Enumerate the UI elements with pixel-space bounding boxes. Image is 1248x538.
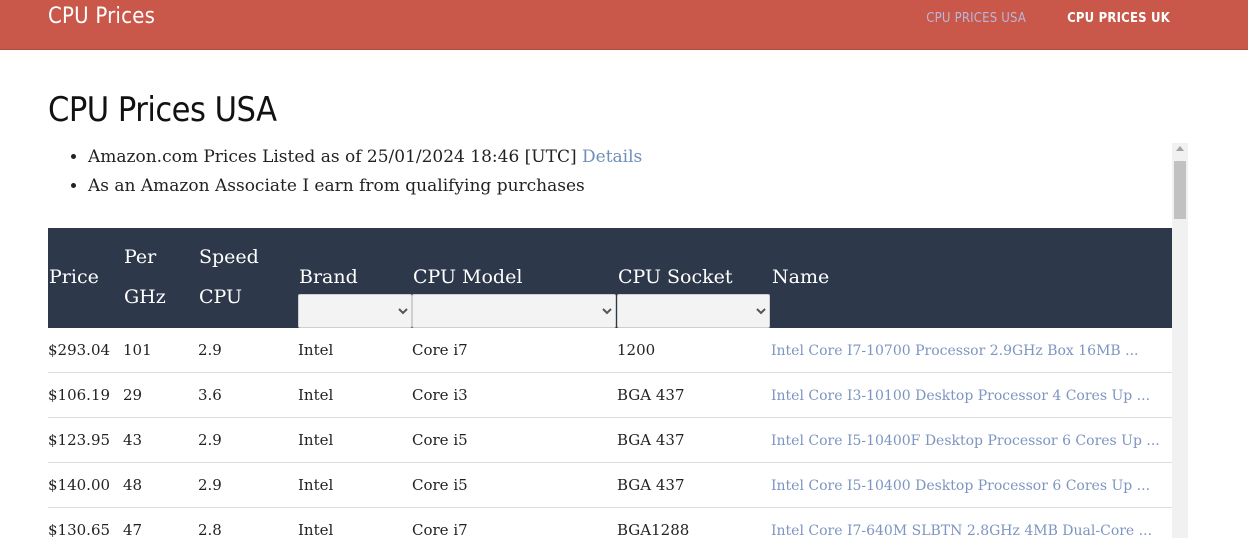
cell-name: Intel Core I7-10700 Processor 2.9GHz Box… (771, 328, 1172, 373)
col-label-brand: Brand (299, 266, 358, 288)
cell-socket: BGA 437 (617, 462, 771, 508)
cell-name: Intel Core I7-640M SLBTN 2.8GHz 4MB Dual… (771, 507, 1172, 538)
col-label-price: Price (49, 266, 99, 288)
top-navbar: CPU Prices CPU PRICES USA CPU PRICES UK (0, 0, 1248, 50)
table-row: $123.95 43 2.9 Intel Core i5 BGA 437 Int… (48, 417, 1172, 463)
cell-socket: BGA 437 (617, 417, 771, 463)
col-label-cpu-model: CPU Model (413, 266, 523, 288)
cpu-model-filter-select[interactable] (412, 294, 616, 328)
cell-speed: 2.9 (198, 462, 298, 508)
vertical-scrollbar[interactable] (1172, 143, 1188, 538)
scrollbar-thumb[interactable] (1174, 161, 1186, 219)
col-header-cpu-socket[interactable]: CPU Socket (617, 228, 771, 328)
product-link[interactable]: Intel Core I5-10400F Desktop Processor 6… (771, 433, 1160, 449)
product-link[interactable]: Intel Core I7-640M SLBTN 2.8GHz 4MB Dual… (771, 523, 1153, 538)
associate-note: As an Amazon Associate I earn from quali… (88, 172, 1188, 201)
cell-per-ghz: 48 (123, 462, 198, 508)
cell-brand: Intel (298, 507, 412, 538)
cell-brand: Intel (298, 462, 412, 508)
cell-model: Core i5 (412, 417, 617, 463)
table-row: $293.04 101 2.9 Intel Core i7 1200 Intel… (48, 328, 1172, 373)
product-link[interactable]: Intel Core I3-10100 Desktop Processor 4 … (771, 388, 1151, 404)
table-row: $106.19 29 3.6 Intel Core i3 BGA 437 Int… (48, 372, 1172, 418)
cell-socket: BGA 437 (617, 372, 771, 418)
cell-brand: Intel (298, 328, 412, 373)
prices-note: Amazon.com Prices Listed as of 25/01/202… (88, 143, 1188, 172)
col-label-per-ghz-line2: GHz (124, 286, 166, 308)
cell-brand: Intel (298, 417, 412, 463)
cell-per-ghz: 43 (123, 417, 198, 463)
nav-cpu-prices-usa[interactable]: CPU PRICES USA (926, 11, 1027, 26)
cell-per-ghz: 47 (123, 507, 198, 538)
cell-name: Intel Core I5-10400 Desktop Processor 6 … (771, 462, 1172, 508)
product-link[interactable]: Intel Core I7-10700 Processor 2.9GHz Box… (771, 343, 1139, 359)
col-header-name[interactable]: Name (771, 228, 1172, 328)
col-label-speed-line1: Speed (199, 246, 259, 268)
brand-filter-select[interactable] (298, 294, 412, 328)
site-brand-link[interactable]: CPU Prices (48, 4, 156, 29)
cell-model: Core i7 (412, 507, 617, 538)
scroll-up-arrow-icon[interactable] (1176, 146, 1184, 151)
product-link[interactable]: Intel Core I5-10400 Desktop Processor 6 … (771, 478, 1151, 494)
table-row: $140.00 48 2.9 Intel Core i5 BGA 437 Int… (48, 462, 1172, 508)
cell-model: Core i7 (412, 328, 617, 373)
col-label-cpu-socket: CPU Socket (618, 266, 733, 288)
cpu-socket-filter-select[interactable] (617, 294, 770, 328)
cell-price: $106.19 (48, 372, 123, 418)
col-label-name: Name (772, 266, 830, 288)
nav-cpu-prices-uk[interactable]: CPU PRICES UK (1067, 11, 1170, 26)
cell-speed: 2.8 (198, 507, 298, 538)
cell-socket: 1200 (617, 328, 771, 373)
cell-speed: 2.9 (198, 417, 298, 463)
cell-speed: 3.6 (198, 372, 298, 418)
cell-price: $293.04 (48, 328, 123, 373)
main-nav: CPU PRICES USA CPU PRICES UK (926, 11, 1170, 26)
col-label-speed-line2: CPU (199, 286, 243, 308)
cell-per-ghz: 101 (123, 328, 198, 373)
table-row: $130.65 47 2.8 Intel Core i7 BGA1288 Int… (48, 507, 1172, 538)
cell-socket: BGA1288 (617, 507, 771, 538)
cell-price: $130.65 (48, 507, 123, 538)
cell-speed: 2.9 (198, 328, 298, 373)
prices-note-text: Amazon.com Prices Listed as of 25/01/202… (88, 147, 577, 167)
cell-name: Intel Core I5-10400F Desktop Processor 6… (771, 417, 1172, 463)
details-link[interactable]: Details (582, 147, 643, 167)
cell-name: Intel Core I3-10100 Desktop Processor 4 … (771, 372, 1172, 418)
cell-brand: Intel (298, 372, 412, 418)
cell-model: Core i3 (412, 372, 617, 418)
col-header-price[interactable]: Price (48, 228, 123, 328)
cell-price: $123.95 (48, 417, 123, 463)
scroll-content: Amazon.com Prices Listed as of 25/01/202… (48, 143, 1188, 538)
col-header-brand[interactable]: Brand (298, 228, 412, 328)
col-header-cpu-model[interactable]: CPU Model (412, 228, 617, 328)
col-label-per-ghz-line1: Per (124, 246, 157, 268)
cell-model: Core i5 (412, 462, 617, 508)
cell-per-ghz: 29 (123, 372, 198, 418)
cell-price: $140.00 (48, 462, 123, 508)
page-title: CPU Prices USA (48, 90, 277, 130)
notes-list: Amazon.com Prices Listed as of 25/01/202… (48, 143, 1188, 201)
